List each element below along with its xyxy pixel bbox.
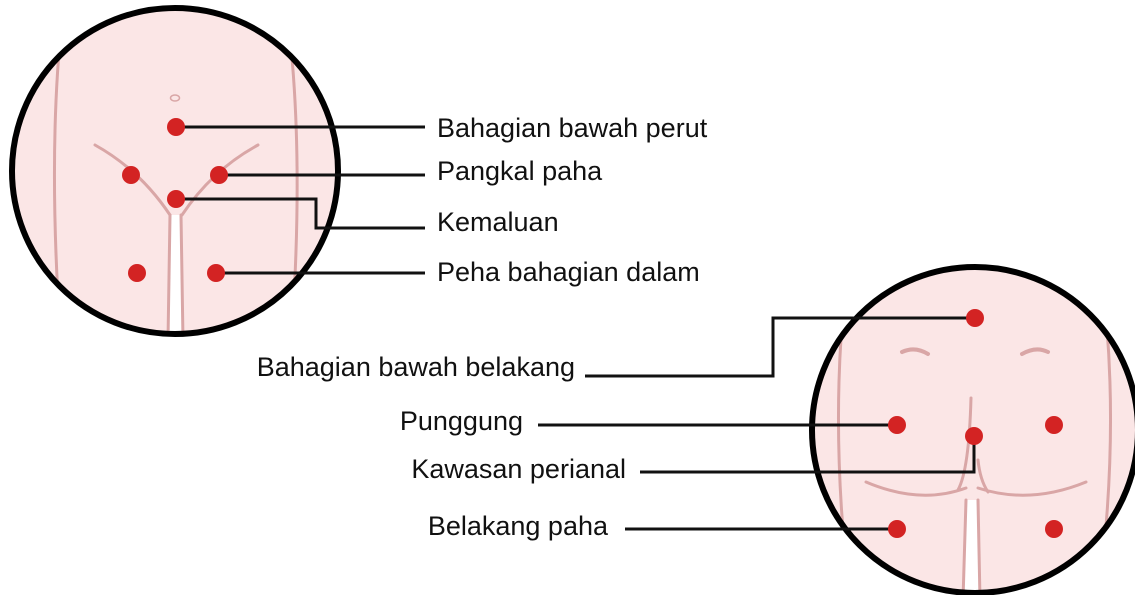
dot-inner-thigh-left xyxy=(128,264,146,282)
dot-back-thigh-left xyxy=(888,520,906,538)
dot-buttocks-left xyxy=(888,416,906,434)
label-lower-back: Bahagian bawah belakang xyxy=(256,352,575,382)
front-view xyxy=(9,5,425,337)
label-genitals: Kemaluan xyxy=(437,207,559,237)
label-inner-thigh: Peha bahagian dalam xyxy=(437,257,700,287)
back-view-ring xyxy=(809,264,1135,595)
leader-genitals xyxy=(176,197,425,230)
label-perianal: Kawasan perianal xyxy=(411,454,626,484)
leader-lower-back xyxy=(585,316,975,378)
label-buttocks: Punggung xyxy=(399,406,523,436)
label-lower-abdomen: Bahagian bawah perut xyxy=(437,113,708,143)
dot-lower-back xyxy=(966,309,984,327)
label-back-thigh: Belakang paha xyxy=(427,511,608,541)
dot-groin-left xyxy=(122,166,140,184)
dot-lower-abdomen xyxy=(167,118,185,136)
back-view xyxy=(538,264,1135,595)
label-groin: Pangkal paha xyxy=(437,156,603,186)
dot-back-thigh-right xyxy=(1045,520,1063,538)
front-body-illustration xyxy=(52,8,299,334)
dot-perianal xyxy=(965,427,983,445)
dot-groin-right xyxy=(210,166,228,184)
leader-perianal xyxy=(640,436,976,474)
dot-inner-thigh-right xyxy=(207,264,225,282)
dot-genitals xyxy=(167,190,185,208)
front-view-ring xyxy=(9,5,341,337)
dot-buttocks-right xyxy=(1045,416,1063,434)
navel-icon xyxy=(169,94,181,102)
